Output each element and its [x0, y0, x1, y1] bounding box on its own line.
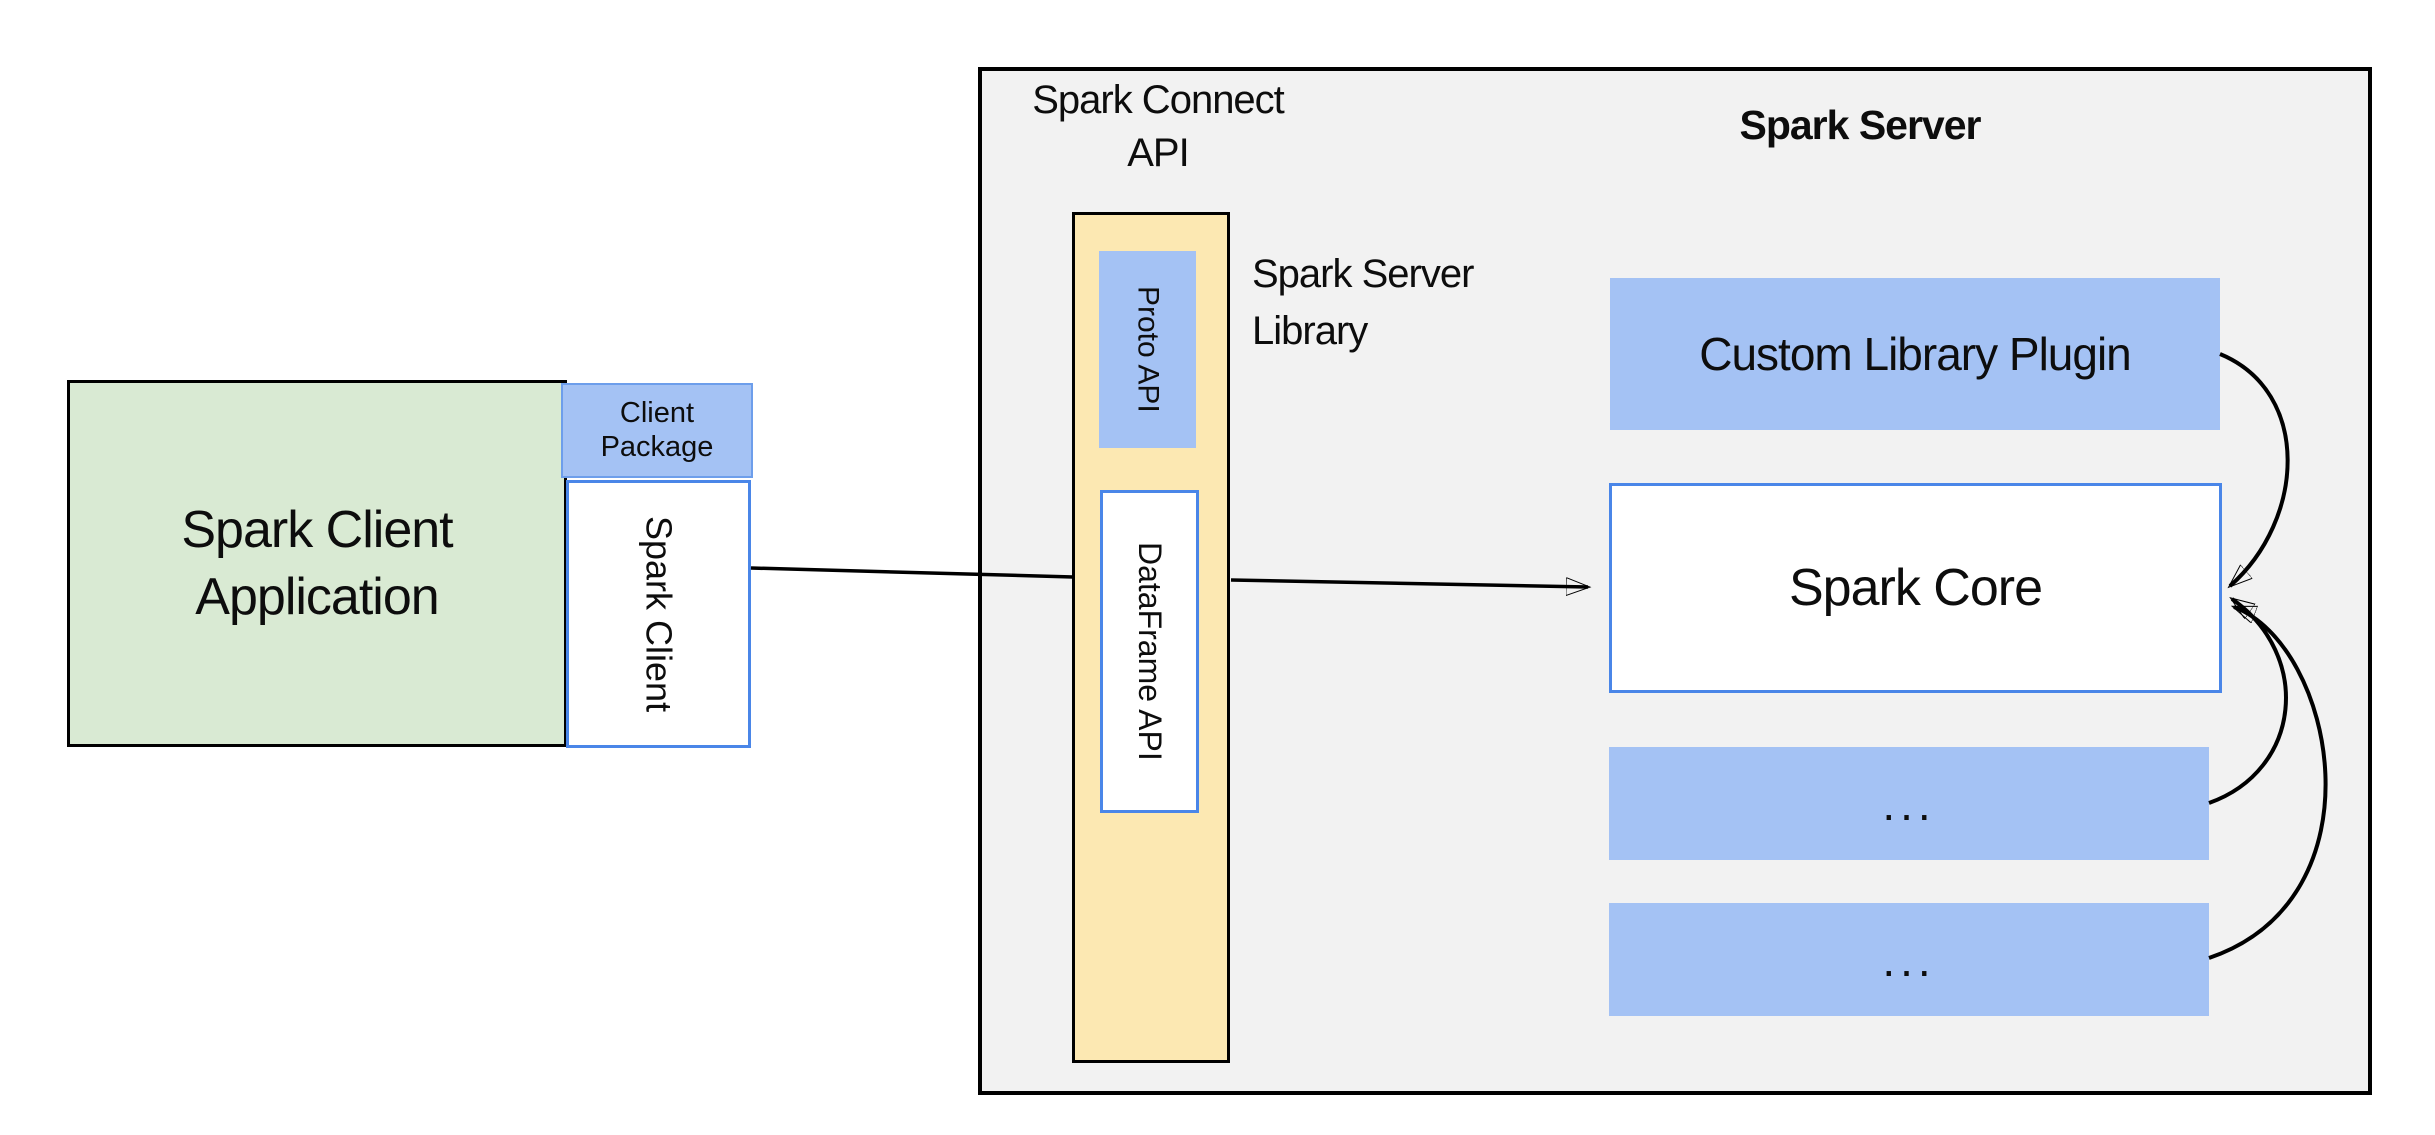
more-plugins-box-2: ... — [1609, 903, 2209, 1016]
dataframe-api-box: DataFrame API — [1100, 490, 1199, 813]
more-plugins-box-1: ... — [1609, 747, 2209, 860]
spark-connect-api-label: Spark Connect API — [1032, 78, 1285, 175]
spark-core-box: Spark Core — [1609, 483, 2222, 693]
spark-client-box: Spark Client — [566, 480, 751, 748]
spark-server-title: Spark Server — [1739, 102, 1981, 148]
proto-api-box: Proto API — [1099, 251, 1196, 448]
client-package-box: Client Package — [561, 383, 753, 478]
spark-client-application-box: Spark Client Application — [67, 380, 567, 747]
custom-library-plugin-box: Custom Library Plugin — [1610, 278, 2220, 430]
spark-server-library-label: Spark Server Library — [1252, 252, 1474, 353]
